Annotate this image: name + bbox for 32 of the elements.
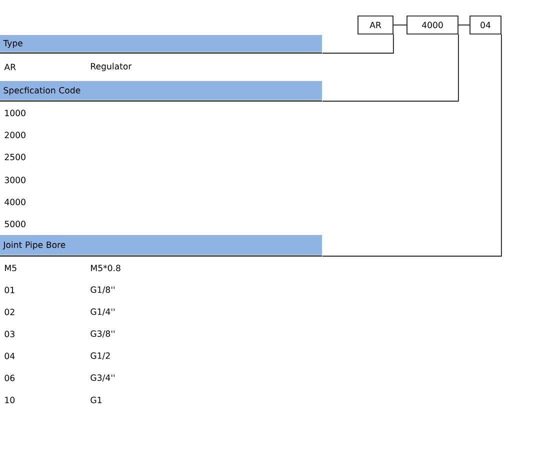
table-cell: 10 <box>5 396 15 404</box>
code-box: 4000 <box>406 16 458 34</box>
table-cell: 01 <box>4 286 14 294</box>
table-cell: M5 <box>5 264 16 272</box>
table-cell: M5*0.8 <box>91 264 120 272</box>
connector-line <box>393 24 407 26</box>
table-cell: AR <box>4 64 16 70</box>
table-cell: 3000 <box>4 176 26 184</box>
table-cell: G3/4'' <box>90 374 115 382</box>
table-cell: 04 <box>4 352 15 360</box>
table-cell: 2000 <box>4 132 26 138</box>
table-cell: G1/8'' <box>90 286 115 294</box>
table-cell: G1/4'' <box>90 308 115 316</box>
table-cell: 2500 <box>4 154 26 160</box>
section-header: Joint Pipe Bore <box>0 235 322 256</box>
code-box: AR <box>358 16 394 34</box>
table-cell: G3/8'' <box>90 330 115 338</box>
table-cell: G1 <box>90 396 102 404</box>
table-cell: Regulator <box>91 62 132 72</box>
table-cell: 02 <box>4 308 14 316</box>
connector-line <box>322 34 394 54</box>
section-header: Specfication Code <box>0 81 322 102</box>
table-cell: G1/2 <box>90 352 110 360</box>
code-box: 04 <box>470 16 502 34</box>
table-cell: 03 <box>4 330 14 338</box>
table-cell: 1000 <box>5 110 26 116</box>
table-cell: 4000 <box>4 198 26 206</box>
connector-line <box>322 34 459 102</box>
section-header: Type <box>0 35 322 54</box>
table-cell: 06 <box>4 374 15 382</box>
connector-line <box>458 24 470 26</box>
connector-line <box>322 34 502 257</box>
